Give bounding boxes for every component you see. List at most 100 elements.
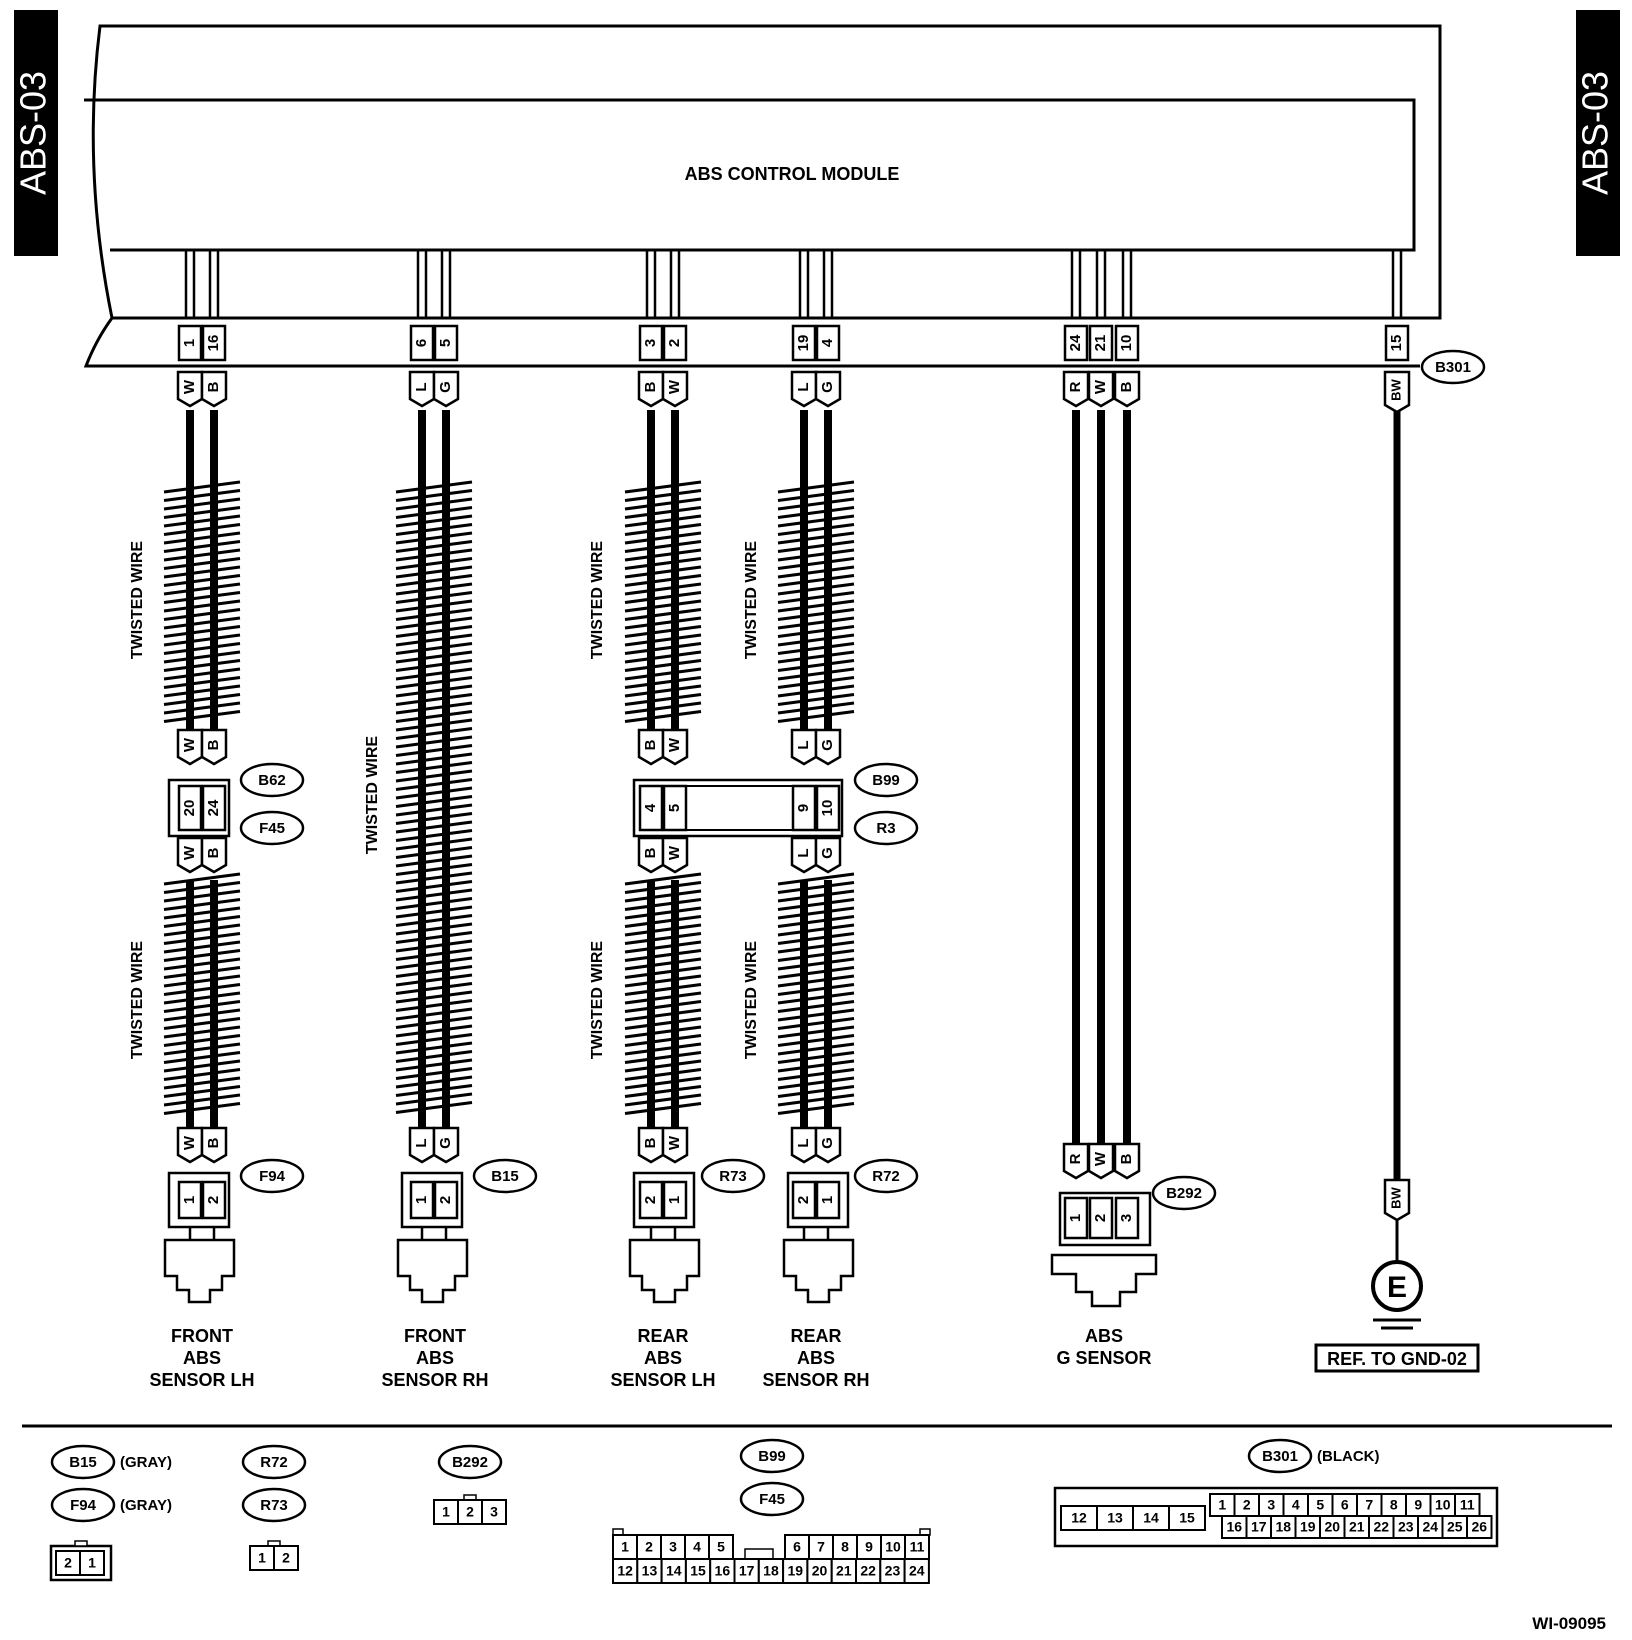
sensor-pin-g-sensor-0: 1 [1067, 1214, 1084, 1222]
module-connector-b301: B301 [1420, 349, 1486, 385]
legend-b99-top-0-cell [612, 1534, 638, 1560]
connector-b15-label: B15 [491, 1168, 519, 1185]
legend-b292-pin-2: 3 [490, 1504, 498, 1520]
connector-r3: R3 [853, 810, 919, 846]
connector-r73-label: R73 [719, 1168, 747, 1185]
wire-color-top-front-lh-1: B [205, 381, 222, 392]
sensor-pin-front-lh-0-box [177, 1180, 203, 1220]
sensor-pin-rear-lh-1-box [662, 1180, 688, 1220]
inline-pin-rear-rh-1: 10 [819, 800, 836, 817]
twisted-wire-label-rear-lh-upper: TWISTED WIRE [589, 541, 606, 660]
legend-b301-note: (BLACK) [1317, 1448, 1379, 1465]
legend-b99-top-7: 8 [841, 1539, 849, 1555]
module-pin-ground-0-box [1384, 324, 1410, 362]
legend-b15-label: B15 [69, 1454, 97, 1471]
wire-color-bottom-rear-lh-0: B [642, 1137, 659, 1148]
inline-pin-front-lh-0: 20 [181, 800, 198, 817]
wire-color-bottom-front-rh-0: L [413, 1138, 430, 1147]
legend-b301-top-3: 4 [1292, 1497, 1300, 1513]
legend-b292-pin-0: 1 [442, 1504, 450, 1520]
legend-b99-bottom-10: 22 [860, 1563, 876, 1579]
inline-frame-b62-f45 [167, 778, 231, 838]
legend-b301-left-1: 13 [1107, 1510, 1123, 1526]
wire-color-bottom-front-lh-0: W [181, 1135, 198, 1150]
wire-color-inline-lower-front-lh-1: B [205, 847, 222, 858]
sensor-name-rear-lh-line3: SENSOR LH [610, 1370, 715, 1390]
wire-color-bottom-front-lh-0-tab [176, 1126, 204, 1164]
inline-pin-front-lh-1: 24 [205, 799, 222, 816]
legend-r72: R72 [241, 1444, 307, 1480]
module-pin-rear-lh-0: 3 [642, 339, 659, 347]
connector-f45: F45 [239, 810, 305, 846]
wire-color-inline-upper-rear-rh-1: G [819, 739, 836, 751]
wire-color-bottom-g-sensor-0-tab [1062, 1142, 1090, 1180]
legend-b301-bottom-8: 24 [1422, 1519, 1438, 1535]
legend-b292-pin-1: 2 [466, 1504, 474, 1520]
sensor-pin-front-lh-1-box [201, 1180, 227, 1220]
legend-b99-top-8: 9 [865, 1539, 873, 1555]
inline-pin-rear-rh-1-box [815, 784, 841, 832]
wire-color-bottom-front-rh-0-tab [408, 1126, 436, 1164]
twisted-wire-label-front-rh: TWISTED WIRE [364, 736, 381, 855]
legend-b301-top-5: 6 [1341, 1497, 1349, 1513]
ground-reference-text: REF. TO GND-02 [1327, 1349, 1467, 1369]
legend-b301-bottom-1: 17 [1251, 1519, 1267, 1535]
inline-pin-rear-lh-1: 5 [666, 804, 683, 812]
wire-color-bottom-g-sensor-2: B [1118, 1153, 1135, 1164]
connector-r3-label: R3 [876, 820, 895, 837]
legend-b301-label: B301 [1262, 1448, 1298, 1465]
wire-color-inline-upper-front-lh-1: B [205, 739, 222, 750]
sensor-pin-rear-lh-1: 1 [666, 1196, 683, 1204]
legend-b301-left-3-cell [1168, 1505, 1206, 1531]
wire-color-inline-lower-rear-rh-0-tab [790, 836, 818, 874]
twist-coils-layer [163, 480, 855, 1115]
wire-color-bottom-front-lh-1-tab [200, 1126, 228, 1164]
wire-color-top-rear-lh-1: W [666, 379, 683, 394]
wire-color-top-g-sensor-0: R [1067, 381, 1084, 392]
legend-r73-pin-1: 2 [282, 1550, 290, 1566]
section-tag-right-text: ABS-03 [1575, 71, 1616, 195]
wire-color-inline-upper-rear-rh-0-tab [790, 728, 818, 766]
sensor-pin-front-rh-0-box [409, 1180, 435, 1220]
sensor-name-front-rh: FRONT ABS SENSOR RH [381, 1326, 488, 1390]
legend-f94-label: F94 [70, 1497, 97, 1514]
connector-r73: R73 [700, 1158, 766, 1194]
sensor-pin-g-sensor-2-box [1114, 1196, 1140, 1240]
module-pin-g-sensor-1: 21 [1092, 335, 1109, 352]
legend-b99-bottom-1: 13 [642, 1563, 658, 1579]
wire-color-bottom-rear-lh-0-tab [637, 1126, 665, 1164]
twisted-wire-label-rear-rh-upper: TWISTED WIRE [743, 541, 760, 660]
coil-rear-lh-upper [624, 480, 702, 723]
legend-b99-top-9: 10 [885, 1539, 901, 1555]
legend-b99-bottom-6: 18 [763, 1563, 779, 1579]
sensor-pin-front-lh-0: 1 [181, 1196, 198, 1204]
sensor-name-g-sensor: ABS G SENSOR [1056, 1326, 1151, 1368]
wire-color-inline-upper-rear-rh-0: L [795, 740, 812, 749]
wire-color-inline-lower-front-lh-0: W [181, 845, 198, 860]
wire-color-bottom-g-sensor-1: W [1092, 1151, 1109, 1166]
ground-reference: REF. TO GND-02 [1314, 1343, 1480, 1373]
legend-b99-bottom-12: 24 [909, 1563, 925, 1579]
legend-b301-outline [1053, 1486, 1499, 1548]
module-connector-b301-label: B301 [1435, 359, 1471, 376]
wire-color-bottom-rear-rh-0: L [795, 1138, 812, 1147]
legend-r72-label: R72 [260, 1454, 288, 1471]
legend-f45: F45 [739, 1481, 805, 1517]
sensor-name-rear-rh-line1: REAR [790, 1326, 841, 1346]
sensor-name-front-lh-line2: ABS [183, 1348, 221, 1368]
legend-b301-top-6: 7 [1365, 1497, 1373, 1513]
wire-color-top-rear-rh-1-tab [814, 370, 842, 408]
wire-color-top-front-rh-0: L [413, 382, 430, 391]
legend-b99-top-3: 4 [693, 1539, 701, 1555]
legend-b99-bottom-6-cell [757, 1558, 785, 1584]
connector-b62: B62 [239, 762, 305, 798]
legend-b99-bottom-8: 20 [812, 1563, 828, 1579]
module-pin-g-sensor-2: 10 [1118, 335, 1135, 352]
legend-b99-bottom-9-cell [830, 1558, 858, 1584]
twisted-wire-label-front-lh-lower: TWISTED WIRE [129, 941, 146, 1060]
legend-b301-top-8: 9 [1414, 1497, 1422, 1513]
coil-rear-rh-upper [777, 480, 855, 723]
legend-b292: B292 [437, 1444, 503, 1480]
module-pin-front-rh-0-box [409, 324, 435, 362]
